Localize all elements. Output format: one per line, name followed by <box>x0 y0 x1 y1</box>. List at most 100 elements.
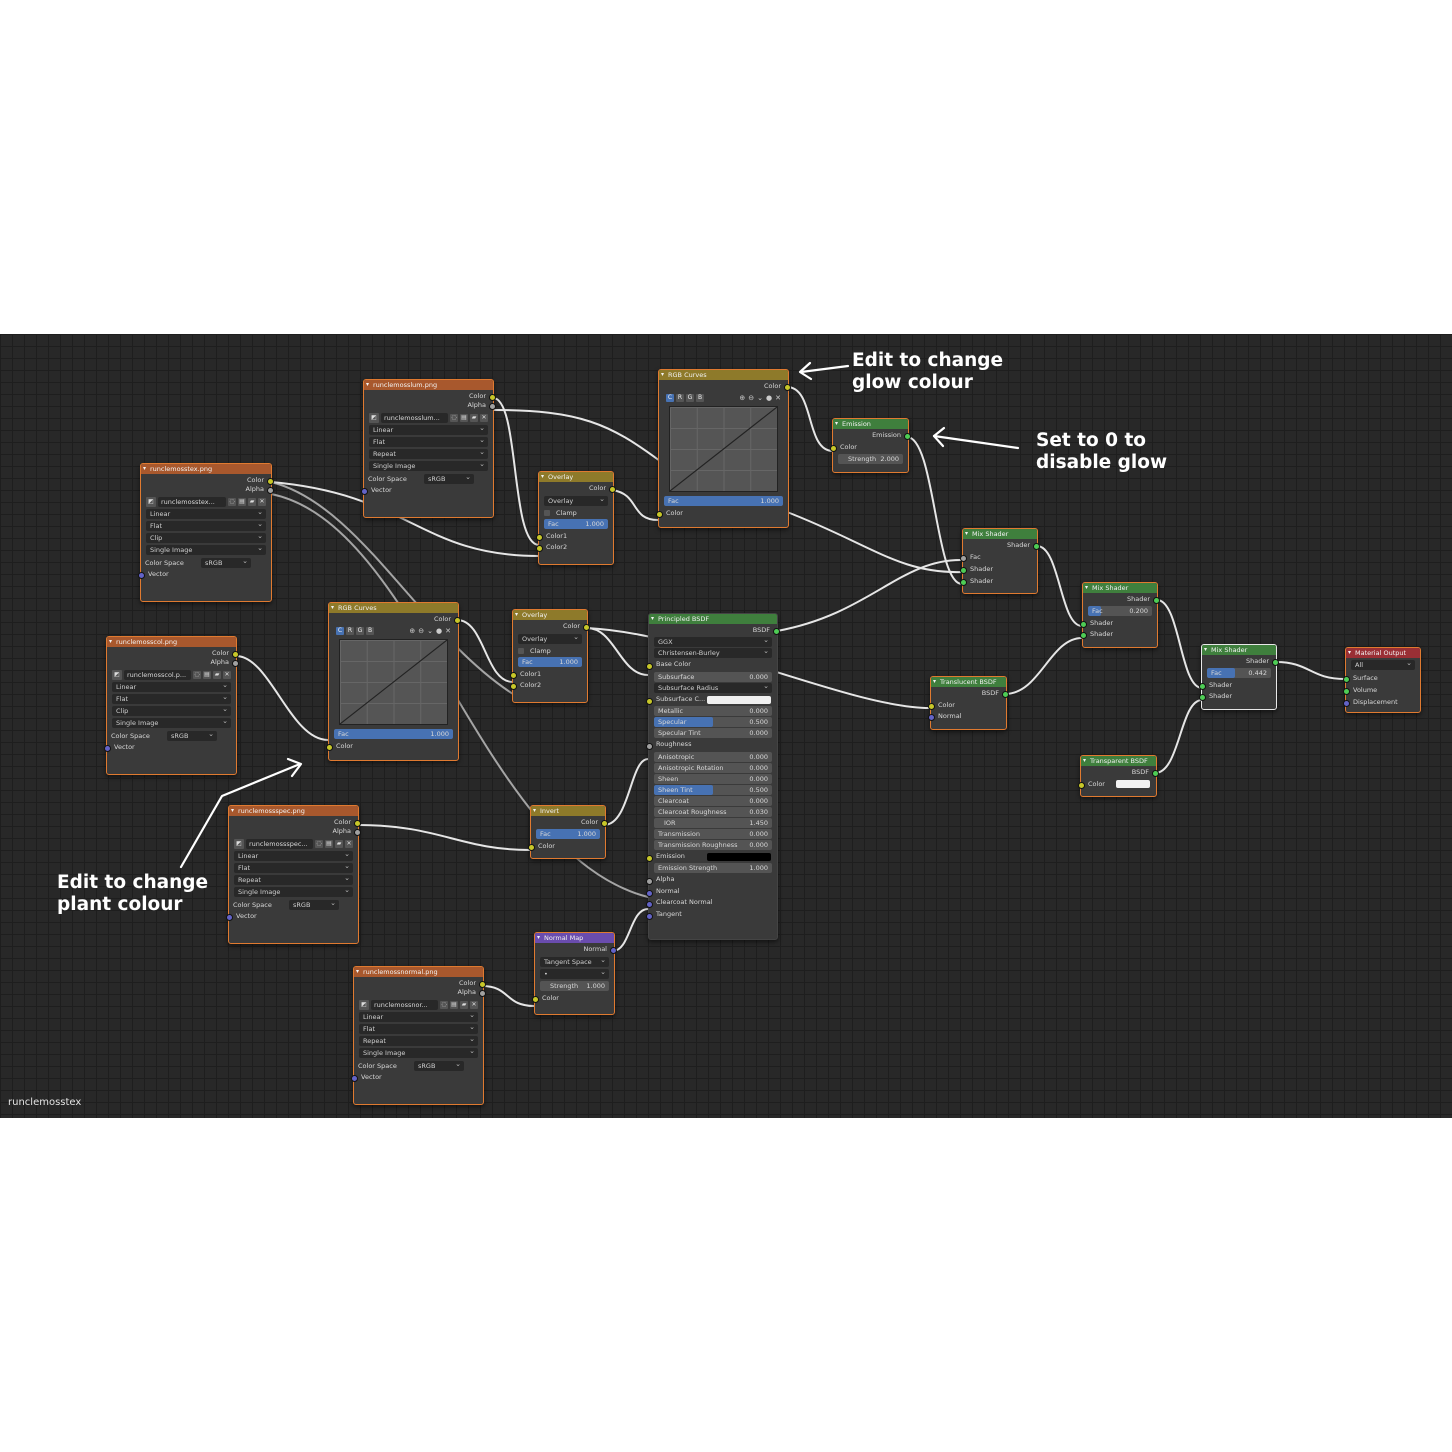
shader-socket[interactable] <box>1199 683 1206 690</box>
node-header[interactable]: Mix Shader <box>963 529 1037 539</box>
image-texture-node-spec[interactable]: runclemossspec.png Color Alpha ◩runclemo… <box>226 805 361 944</box>
source-dropdown[interactable]: Single Image <box>112 718 231 728</box>
image-icon[interactable]: ◩ <box>112 670 122 680</box>
open-folder-icon[interactable]: ▰ <box>248 498 256 506</box>
color-swatch[interactable] <box>707 695 771 704</box>
image-name-field[interactable]: runclemosslum... <box>381 413 448 423</box>
mix-shader-node-1[interactable]: Mix Shader Shader Fac Shader Shader <box>960 528 1040 594</box>
interpolation-dropdown[interactable]: Linear <box>369 425 488 435</box>
close-icon[interactable]: ✕ <box>445 627 451 635</box>
color-socket[interactable] <box>528 844 535 851</box>
node-header[interactable]: runclemosscol.png <box>107 637 236 647</box>
open-folder-icon[interactable]: ▰ <box>213 671 221 679</box>
channel-g-button[interactable]: G <box>356 627 364 635</box>
image-icon[interactable]: ◩ <box>234 839 244 849</box>
fac-socket[interactable] <box>960 555 967 562</box>
node-header[interactable]: runclemosstex.png <box>141 464 271 474</box>
extension-dropdown[interactable]: Repeat <box>234 875 353 885</box>
color-swatch[interactable] <box>1116 780 1150 788</box>
color-socket[interactable] <box>928 703 935 710</box>
open-folder-icon[interactable]: ▰ <box>460 1001 468 1009</box>
shader-socket[interactable] <box>1080 621 1087 628</box>
node-header[interactable]: Material Output <box>1346 648 1420 658</box>
channel-r-button[interactable]: R <box>346 627 354 635</box>
unlink-icon[interactable]: ✕ <box>470 1001 478 1009</box>
zoom-out-icon[interactable]: ⊖ <box>418 627 425 635</box>
alpha-socket[interactable] <box>479 990 486 997</box>
surface-socket[interactable] <box>1343 676 1350 683</box>
interpolation-dropdown[interactable]: Linear <box>146 509 266 519</box>
color-socket[interactable] <box>326 744 333 751</box>
displacement-socket[interactable] <box>1343 700 1350 707</box>
new-image-icon[interactable]: ▤ <box>325 840 333 848</box>
source-dropdown[interactable]: Single Image <box>359 1048 478 1058</box>
color-socket[interactable] <box>830 445 837 452</box>
shader-socket[interactable] <box>960 567 967 574</box>
color-socket[interactable] <box>784 384 791 391</box>
channel-b-button[interactable]: B <box>696 394 704 402</box>
projection-dropdown[interactable]: Flat <box>146 521 266 531</box>
distribution-dropdown[interactable]: GGX <box>654 637 772 647</box>
unlink-icon[interactable]: ✕ <box>223 671 231 679</box>
node-header[interactable]: Emission <box>833 419 908 429</box>
extension-dropdown[interactable]: Repeat <box>369 449 488 459</box>
color-swatch[interactable] <box>707 852 771 861</box>
bsdf-socket[interactable] <box>773 628 780 635</box>
alpha-socket[interactable] <box>354 829 361 836</box>
color2-socket[interactable] <box>536 545 543 552</box>
channel-g-button[interactable]: G <box>686 394 694 402</box>
color-socket[interactable] <box>454 617 461 624</box>
image-name-field[interactable]: runclemosstex... <box>158 497 226 507</box>
node-editor-canvas[interactable]: runclemosslum.png Color Alpha ◩runclemos… <box>0 334 1452 1118</box>
fake-user-icon[interactable]: ◌ <box>450 414 458 422</box>
extension-dropdown[interactable]: Clip <box>146 533 266 543</box>
uv-map-field[interactable]: • <box>540 969 609 979</box>
shader-socket[interactable] <box>1153 597 1160 604</box>
rgb-curves-node-plant[interactable]: RGB Curves Color C R G B ⊕⊖⌄●✕ Fac1.000 … <box>326 602 461 761</box>
emission-socket[interactable] <box>904 433 911 440</box>
close-icon[interactable]: ✕ <box>775 394 781 402</box>
node-header[interactable]: Principled BSDF <box>649 614 777 624</box>
image-selector[interactable]: ◩runclemossnor...◌▤▰✕ <box>359 1000 478 1010</box>
color-socket[interactable] <box>601 820 608 827</box>
channel-c-button[interactable]: C <box>666 394 674 402</box>
image-icon[interactable]: ◩ <box>369 413 379 423</box>
color-space-dropdown[interactable]: sRGB <box>201 558 251 568</box>
new-image-icon[interactable]: ▤ <box>460 414 468 422</box>
color-space-dropdown[interactable]: sRGB <box>414 1061 464 1071</box>
chevron-down-icon[interactable]: ⌄ <box>757 394 764 402</box>
node-header[interactable]: Mix Shader <box>1202 645 1276 655</box>
clamp-checkbox[interactable]: Clamp <box>518 646 582 656</box>
node-header[interactable]: Mix Shader <box>1083 583 1157 593</box>
new-image-icon[interactable]: ▤ <box>238 498 246 506</box>
color-socket[interactable] <box>1078 782 1085 789</box>
vector-socket[interactable] <box>104 745 111 752</box>
vector-socket[interactable] <box>138 572 145 579</box>
shader-socket[interactable] <box>1080 632 1087 639</box>
shader-socket[interactable] <box>960 579 967 586</box>
color1-socket[interactable] <box>510 672 517 679</box>
transparent-bsdf-node[interactable]: Transparent BSDF BSDF Color <box>1078 755 1159 797</box>
image-selector[interactable]: ◩runclemosscol.p...◌▤▰✕ <box>112 670 231 680</box>
normal-map-node[interactable]: Normal Map Normal Tangent Space • Streng… <box>532 932 617 1015</box>
bsdf-socket[interactable] <box>1002 691 1009 698</box>
base-color-socket[interactable] <box>646 663 653 670</box>
normal-socket[interactable] <box>928 714 935 721</box>
